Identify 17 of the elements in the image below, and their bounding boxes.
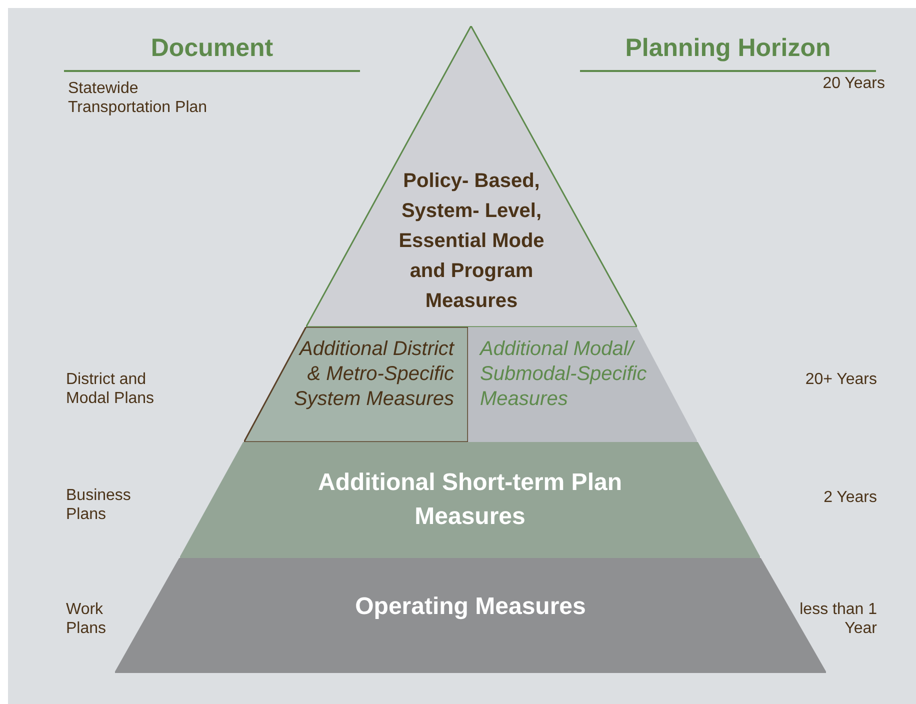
document-label: Work Plans [66,600,108,638]
horizon-label: 20+ Years [804,370,877,389]
column-heading: Document [150,33,274,64]
tier-label: Operating Measures [354,592,587,622]
horizon-label: 2 Years [822,488,877,507]
document-label: Statewide Transportation Plan [68,79,208,117]
tier-label: Additional District & Metro-Specific System Measures [292,337,454,412]
horizon-label: less than 1 Year [798,600,877,638]
operating-tier [115,558,826,673]
document-label: Business Plans [66,486,132,524]
column-heading: Planning Horizon [624,33,832,64]
horizon-label: 20 Years [822,74,885,93]
tier-label: Additional Modal/ Submodal-Specific Measures [480,337,648,412]
tier-label: Policy- Based, System- Level, Essential Mode and Program Measures [398,169,546,314]
tier-label: Additional Short-term Plan Measures [316,468,623,532]
document-label: District and Modal Plans [66,370,156,408]
short-term-tier [180,442,760,558]
